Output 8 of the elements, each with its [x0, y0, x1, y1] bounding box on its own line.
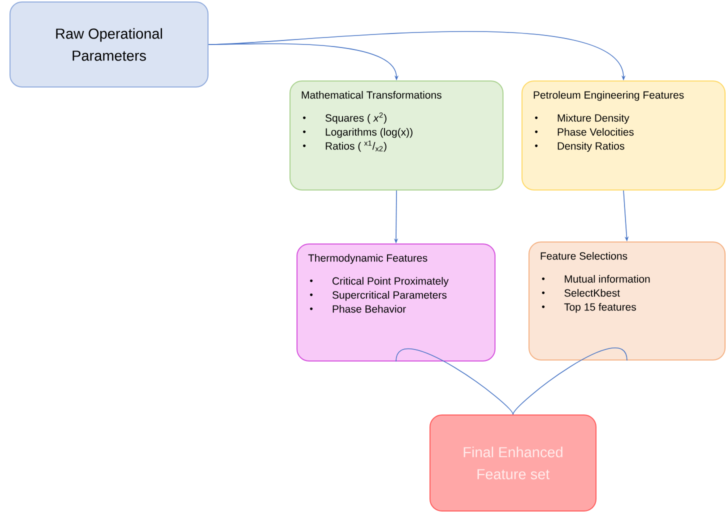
result-box: Final Enhanced Feature set: [430, 414, 596, 512]
feature-box: Mathematical Transformations Squares ( x$^{2}$) Logarithms (log(x)) Ratios ( $^{x1}$/$_{x2}$): [290, 80, 504, 190]
feature-box: Thermodynamic Features Critical Point Proximately Supercritical Parameters Phase Behavior: [296, 244, 496, 362]
connector: [512, 348, 628, 415]
connector: [396, 348, 514, 415]
feature-box: Petroleum Engineering Features Mixture Density Phase Velocities Density Ratios: [522, 80, 726, 190]
process-box: Raw Operational Parameters: [10, 2, 208, 88]
feature-box: Feature Selections Mutual information SelectKbest Top 15 features: [528, 242, 726, 360]
